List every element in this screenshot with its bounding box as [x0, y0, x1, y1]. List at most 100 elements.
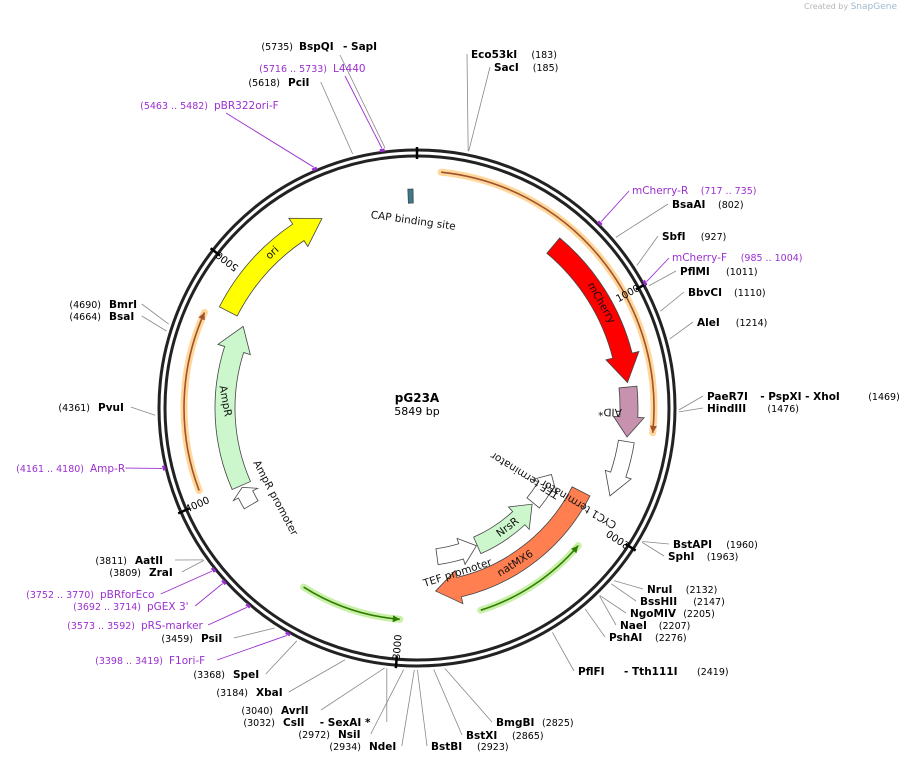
feature-cap-binding-site[interactable]	[407, 188, 414, 204]
feature-ori[interactable]	[218, 217, 323, 317]
site-pshai[interactable]: PshAI(2276)	[609, 632, 687, 644]
primer-range: (4161 .. 4180)	[16, 464, 84, 475]
tick-label: 5000	[214, 249, 241, 273]
site-avrii[interactable]: (3040)AvrII	[241, 705, 308, 717]
site-bsshii[interactable]: BssHII(2147)	[640, 596, 725, 608]
site-name: HindIII	[707, 403, 746, 415]
primer-mcherry-r[interactable]: mCherry-R(717 .. 735)	[596, 185, 756, 226]
feature-nrsr[interactable]	[473, 503, 533, 555]
site-xbai[interactable]: (3184)XbaI	[216, 687, 282, 699]
site-naei[interactable]: NaeI(2207)	[620, 620, 690, 632]
site-nsii[interactable]: (2972)NsiI	[298, 729, 360, 741]
site-position: (802)	[718, 200, 744, 211]
feature-label: AmpR promoter	[250, 458, 300, 538]
site-name: AleI	[697, 317, 720, 329]
site-extra: - SexAI *	[320, 717, 371, 729]
site-name: BstBI	[431, 741, 462, 753]
site-psii[interactable]: (3459)PsiI	[161, 633, 222, 645]
primer-mark	[245, 603, 252, 609]
site-position: (1963)	[707, 552, 739, 563]
site-name: CslI	[283, 717, 304, 729]
site-pflfi[interactable]: PflFI- Tth111I(2419)	[578, 666, 729, 678]
green-arc-right	[477, 542, 582, 614]
primer-amp-r[interactable]: (4161 .. 4180)Amp-R	[16, 463, 167, 475]
site-name: SbfI	[662, 231, 686, 243]
watermark-prefix: Created by	[804, 2, 849, 11]
feature-aid[interactable]	[612, 385, 645, 438]
site-position: (1960)	[726, 540, 758, 551]
primer-name: F1ori-F	[169, 655, 205, 667]
site-nrui[interactable]: NruI(2132)	[647, 584, 717, 596]
feature-label: AmpR	[216, 385, 233, 418]
feature-ampr[interactable]	[214, 325, 252, 491]
site-name: PsiI	[201, 633, 222, 645]
site-position: (4361)	[58, 403, 90, 414]
site-bspqi[interactable]: (5735)BspQI- SapI	[261, 41, 377, 53]
primer-range: (5716 .. 5733)	[259, 64, 327, 75]
site-bmgbi[interactable]: BmgBI(2825)	[496, 717, 574, 729]
site-pcii[interactable]: (5618)PciI	[248, 77, 309, 89]
site-pvui[interactable]: (4361)PvuI	[58, 402, 124, 414]
site-hindiii[interactable]: HindIII(1476)	[707, 403, 799, 415]
primer-f1ori-f[interactable]: (3398 .. 3419) F1ori-F	[95, 631, 291, 667]
site-name: SpeI	[233, 669, 259, 681]
site-name: NsiI	[338, 729, 361, 741]
site-sphi[interactable]: SphI(1963)	[668, 551, 738, 563]
site-name: NruI	[647, 584, 672, 596]
feature-natmx6[interactable]	[434, 486, 591, 605]
site-position: (183)	[531, 50, 557, 61]
site-position: (185)	[533, 63, 559, 74]
site-name: BssHII	[640, 596, 677, 608]
primer-l4440[interactable]: (5716 .. 5733)L4440	[259, 63, 385, 153]
site-name: BstXI	[466, 730, 497, 742]
site-pflmi[interactable]: PflMI(1011)	[680, 266, 758, 278]
tick-mark	[394, 656, 399, 669]
site-bbvci[interactable]: BbvCI(1110)	[688, 287, 766, 299]
site-name: AatII	[135, 555, 163, 567]
site-alei[interactable]: AleI(1214)	[697, 317, 767, 329]
site-bstxi[interactable]: BstXI (2865)	[466, 730, 544, 742]
site-position: (2865)	[512, 731, 544, 742]
plasmid-size: 5849 bp	[394, 405, 439, 418]
feature-tef-terminator[interactable]	[526, 474, 558, 509]
site-position: (2205)	[683, 609, 715, 620]
feature-mcherry[interactable]	[546, 237, 640, 384]
site-paer7i[interactable]: PaeR7I- PspXI - XhoI(1469)	[707, 391, 900, 403]
orange-arc-top	[437, 168, 658, 437]
orange-arc-left	[180, 309, 208, 494]
plasmid-name: pG23A	[395, 391, 440, 405]
site-name: BspQI	[299, 41, 334, 53]
feature-cyc1-terminator[interactable]	[604, 439, 635, 497]
feature-tef-promoter[interactable]	[435, 537, 478, 566]
site-ndei[interactable]: (2934)NdeI	[329, 741, 396, 753]
site-bstapi[interactable]: BstAPI(1960)	[673, 539, 758, 551]
site-ngomiv[interactable]: NgoMIV(2205)	[630, 608, 715, 620]
site-bstbi[interactable]: BstBI(2923)	[431, 741, 509, 753]
primer-mcherry-f[interactable]: mCherry-F(985 .. 1004)	[642, 252, 803, 286]
site-bmri[interactable]: (4690)BmrI	[69, 299, 137, 311]
site-name: NdeI	[369, 741, 396, 753]
site-eco53ki[interactable]: Eco53kI(183)	[471, 49, 557, 61]
site-spei[interactable]: (3368)SpeI	[193, 669, 259, 681]
site-name: AvrII	[281, 705, 309, 717]
site-saci[interactable]: SacI(185)	[494, 62, 558, 74]
site-zrai[interactable]: (3809) ZraI	[109, 567, 172, 579]
site-aatii[interactable]: (3811)AatII	[95, 555, 163, 567]
site-position: (2419)	[697, 667, 729, 678]
site-position: (3809)	[109, 568, 141, 579]
primer-pbr322ori-f[interactable]: (5463 .. 5482)pBR322ori-F	[140, 100, 318, 172]
site-sbfi[interactable]: SbfI(927)	[662, 231, 726, 243]
primer-prs-marker[interactable]: (3573 .. 3592)pRS-marker	[67, 603, 252, 632]
site-bsaai[interactable]: BsaAI (802)	[672, 199, 744, 211]
site-name: ZraI	[149, 567, 173, 579]
feature-arrows	[214, 188, 645, 605]
site-csli[interactable]: (3032)CslI- SexAI *	[243, 717, 371, 729]
primer-pbrforeco[interactable]: (3752 .. 3770)pBRforEco	[26, 566, 217, 601]
feature-ampr-promoter[interactable]	[232, 486, 260, 510]
primer-range: (3398 .. 3419)	[95, 656, 163, 667]
site-name: BsaAI	[672, 199, 705, 211]
site-bsai[interactable]: (4664)BsaI	[69, 311, 134, 323]
primer-name: pBRforEco	[100, 589, 154, 601]
primer-pgex-3[interactable]: (3692 .. 3714)pGEX 3'	[73, 579, 227, 613]
